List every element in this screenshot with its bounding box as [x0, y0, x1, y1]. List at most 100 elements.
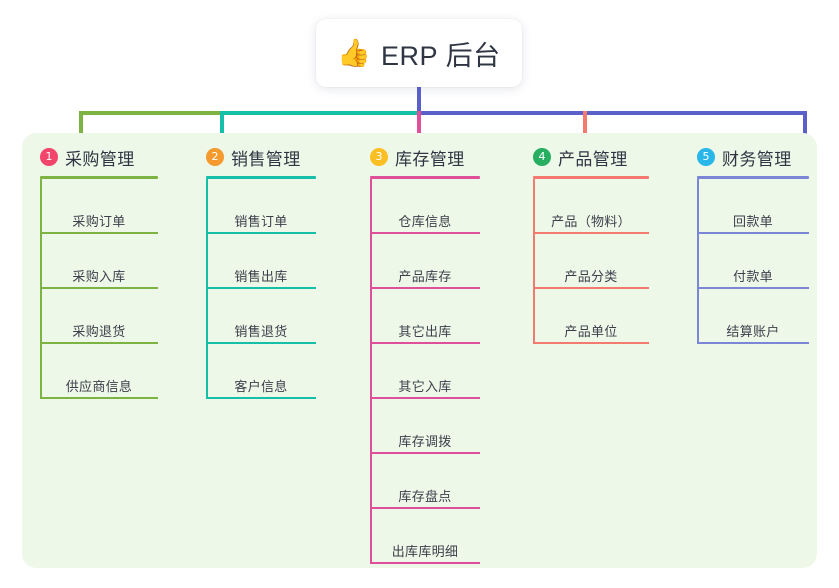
menu-item-rule: [370, 232, 480, 234]
menu-item-rule: [40, 232, 158, 234]
root-node-label: ERP 后台: [381, 40, 501, 71]
root-node-erp-backend[interactable]: 👍 ERP 后台: [316, 19, 522, 87]
column-index-badge: 3: [370, 148, 388, 166]
menu-item-label: 库存调拨: [398, 434, 452, 449]
column-title: 库存管理: [395, 149, 465, 169]
column-header-1[interactable]: 1 采购管理: [40, 144, 158, 170]
menu-item-rule: [370, 452, 480, 454]
menu-item-rule: [533, 287, 649, 289]
menu-item-rule: [370, 342, 480, 344]
column-index-badge: 2: [206, 148, 224, 166]
menu-item[interactable]: 采购入库: [40, 234, 158, 289]
column-销售管理: 2 销售管理销售订单销售出库销售退货客户信息: [206, 144, 316, 399]
column-spine: [533, 179, 535, 344]
menu-item-label: 采购订单: [72, 214, 126, 229]
column-items: 仓库信息产品库存其它出库其它入库库存调拨库存盘点出库库明细: [370, 179, 480, 564]
menu-item-label: 其它出库: [398, 324, 452, 339]
menu-item-label: 采购入库: [72, 269, 126, 284]
menu-item-rule: [40, 342, 158, 344]
menu-item[interactable]: 库存调拨: [370, 399, 480, 454]
menu-item[interactable]: 回款单: [697, 179, 809, 234]
menu-item-label: 库存盘点: [398, 489, 452, 504]
menu-item-rule: [370, 397, 480, 399]
column-index-badge: 1: [40, 148, 58, 166]
column-header-rule: [697, 176, 809, 179]
connector-drop-3: [417, 111, 421, 145]
menu-item-rule: [206, 287, 316, 289]
menu-item[interactable]: 采购退货: [40, 289, 158, 344]
column-title: 产品管理: [558, 149, 628, 169]
menu-item-label: 销售退货: [234, 324, 288, 339]
menu-item-rule: [533, 342, 649, 344]
menu-item[interactable]: 产品单位: [533, 289, 649, 344]
trunk-connector: [417, 87, 421, 113]
menu-item[interactable]: 产品分类: [533, 234, 649, 289]
menu-item[interactable]: 供应商信息: [40, 344, 158, 399]
column-items: 产品（物料）产品分类产品单位: [533, 179, 649, 344]
column-header-rule: [206, 176, 316, 179]
connector-bar-segment-2: [220, 111, 419, 115]
connector-drop-5: [803, 111, 807, 145]
menu-item[interactable]: 销售订单: [206, 179, 316, 234]
menu-item-label: 回款单: [733, 214, 773, 229]
menu-item[interactable]: 产品库存: [370, 234, 480, 289]
column-title: 采购管理: [65, 149, 135, 169]
menu-item-rule: [697, 287, 809, 289]
menu-item-rule: [40, 287, 158, 289]
column-title: 财务管理: [722, 149, 792, 169]
column-spine: [206, 179, 208, 399]
column-title: 销售管理: [231, 149, 301, 169]
column-header-5[interactable]: 5 财务管理: [697, 144, 809, 170]
connector-drop-4: [583, 111, 587, 145]
menu-item-label: 其它入库: [398, 379, 452, 394]
menu-item[interactable]: 其它入库: [370, 344, 480, 399]
menu-item-rule: [370, 562, 480, 564]
column-库存管理: 3 库存管理仓库信息产品库存其它出库其它入库库存调拨库存盘点出库库明细: [370, 144, 480, 564]
menu-item-label: 供应商信息: [65, 379, 133, 394]
column-items: 销售订单销售出库销售退货客户信息: [206, 179, 316, 399]
menu-item[interactable]: 仓库信息: [370, 179, 480, 234]
column-header-2[interactable]: 2 销售管理: [206, 144, 316, 170]
column-spine: [40, 179, 42, 399]
column-header-3[interactable]: 3 库存管理: [370, 144, 480, 170]
column-index-badge: 5: [697, 148, 715, 166]
connector-drop-2: [220, 111, 224, 145]
connector-bar-segment-3: [419, 111, 807, 115]
menu-item-label: 客户信息: [234, 379, 288, 394]
menu-item[interactable]: 销售出库: [206, 234, 316, 289]
menu-item[interactable]: 产品（物料）: [533, 179, 649, 234]
column-header-rule: [40, 176, 158, 179]
menu-item-label: 产品单位: [564, 324, 618, 339]
menu-item-rule: [206, 342, 316, 344]
menu-item[interactable]: 其它出库: [370, 289, 480, 344]
menu-item[interactable]: 结算账户: [697, 289, 809, 344]
menu-item[interactable]: 出库库明细: [370, 509, 480, 564]
column-spine: [697, 179, 699, 344]
menu-item[interactable]: 采购订单: [40, 179, 158, 234]
column-items: 回款单付款单结算账户: [697, 179, 809, 344]
menu-item-label: 出库库明细: [391, 544, 459, 559]
menu-item-rule: [533, 232, 649, 234]
content-panel: [22, 133, 817, 568]
menu-item[interactable]: 客户信息: [206, 344, 316, 399]
column-header-rule: [370, 176, 480, 179]
column-items: 采购订单采购入库采购退货供应商信息: [40, 179, 158, 399]
menu-item[interactable]: 销售退货: [206, 289, 316, 344]
menu-item-label: 采购退货: [72, 324, 126, 339]
menu-item-rule: [370, 287, 480, 289]
menu-item-rule: [206, 232, 316, 234]
menu-item-label: 付款单: [733, 269, 773, 284]
menu-item-label: 结算账户: [726, 324, 780, 339]
menu-item-rule: [370, 507, 480, 509]
menu-item[interactable]: 库存盘点: [370, 454, 480, 509]
column-财务管理: 5 财务管理回款单付款单结算账户: [697, 144, 809, 344]
menu-item-rule: [206, 397, 316, 399]
column-header-rule: [533, 176, 649, 179]
menu-item-rule: [697, 232, 809, 234]
menu-item[interactable]: 付款单: [697, 234, 809, 289]
column-采购管理: 1 采购管理采购订单采购入库采购退货供应商信息: [40, 144, 158, 399]
connector-drop-1: [79, 111, 83, 145]
